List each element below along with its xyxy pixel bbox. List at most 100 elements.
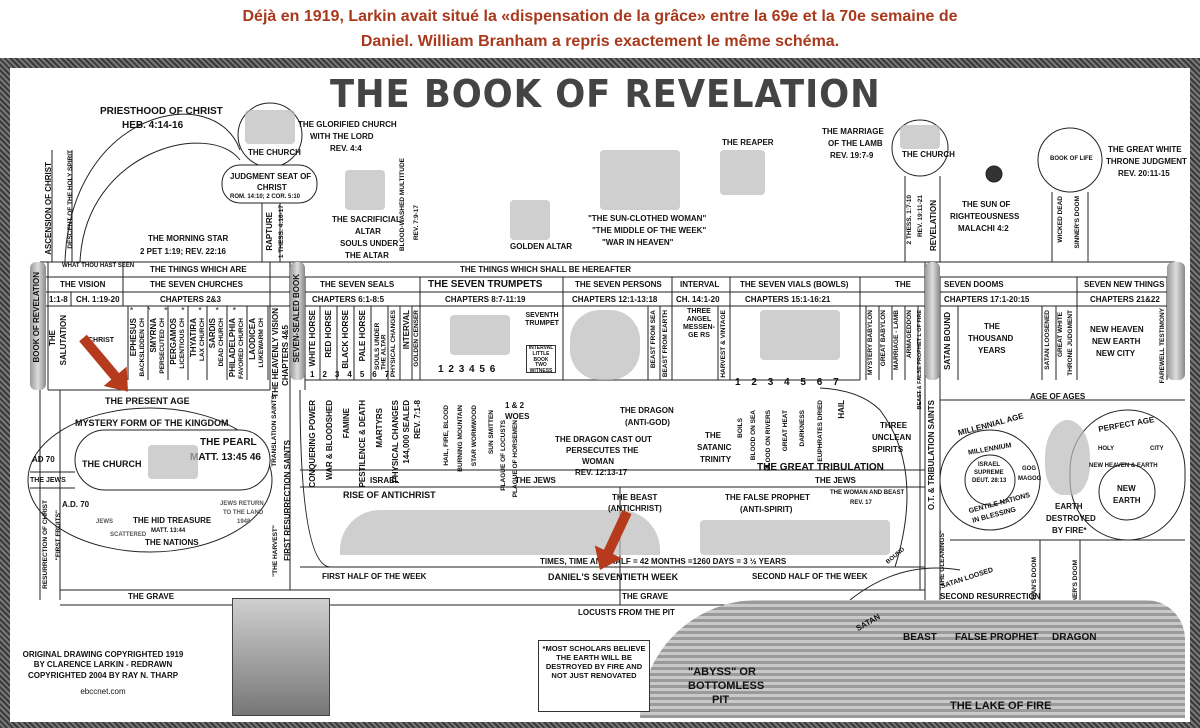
- seal-2: RED HORSE: [324, 310, 333, 358]
- church-laodicea: LAODICEA: [248, 318, 257, 360]
- fire-illustration: [1045, 420, 1090, 495]
- priesthood-label: PRIESTHOOD OF CHRIST: [100, 106, 223, 117]
- star: *: [198, 306, 216, 315]
- locusts-label: LOCUSTS FROM THE PIT: [578, 608, 675, 617]
- grave-left: THE GRAVE: [128, 592, 175, 601]
- the-label: THE: [48, 330, 57, 346]
- altar-4: THE ALTAR: [345, 251, 389, 260]
- interval-small: INTERVAL: [528, 345, 554, 351]
- vial-number: 5: [800, 377, 806, 388]
- judgment-seat-2: CHRIST: [257, 183, 287, 192]
- beasts-illustration: [700, 520, 890, 555]
- site-link[interactable]: ebccnet.com: [80, 687, 126, 697]
- trumpet-number: 5: [479, 364, 485, 375]
- sinners-doom-label: SINNER'S DOOM: [1074, 196, 1081, 249]
- page-title: THE BOOK OF REVELATION: [330, 72, 881, 116]
- woes-1: 1 & 2: [505, 401, 525, 410]
- earth-3: BY FIRE*: [1052, 526, 1087, 535]
- woman-1: "THE SUN-CLOTHED WOMAN": [588, 214, 707, 223]
- hid-treasure-2: MATT. 13:44: [151, 528, 186, 534]
- first-fruits: "FIRST FRUITS": [55, 510, 62, 561]
- satan-loosened: SATAN LOOSENED: [1044, 310, 1051, 370]
- new-earth: NEW EARTH: [1092, 337, 1141, 346]
- church-stars: *******: [130, 306, 250, 315]
- second-resurrection: SECOND RESURRECTION: [940, 592, 1041, 601]
- chapter-1: 1:1-8: [49, 295, 68, 304]
- trumpet-number: 3: [458, 364, 465, 375]
- thousand-2: THOUSAND: [968, 334, 1014, 343]
- seal-number: 1: [310, 370, 315, 379]
- the-harvest: "THE HARVEST": [272, 525, 279, 577]
- header-vision: THE VISION: [60, 280, 106, 289]
- abyss-1: "ABYSS" OR: [688, 666, 756, 678]
- chapters-4-5-label: CHAPTERS 4&5: [281, 325, 290, 386]
- age-of-ages: AGE OF AGES: [1030, 392, 1086, 401]
- marriage-1: THE MARRIAGE: [822, 127, 884, 136]
- rapture-label: RAPTURE: [265, 212, 274, 251]
- chapter-6: CHAPTERS 12:1-13:18: [572, 295, 658, 304]
- ad70-label: AD 70: [32, 455, 55, 464]
- mystery-babylon: MYSTERY BABYLON: [867, 310, 874, 376]
- glorified-church-2: WITH THE LORD: [310, 132, 374, 141]
- header-dooms: SEVEN DOOMS: [944, 280, 1004, 289]
- little-book: LITTLE BOOK: [532, 350, 550, 363]
- resurrection-of-christ: RESURRECTION OF CHRIST: [42, 500, 49, 589]
- angel-illustration: [450, 315, 510, 355]
- church-laodicea-sub: LUKEWARM CH: [258, 318, 265, 368]
- pearl-1: THE PEARL: [200, 437, 257, 448]
- caption-line-2: Daniel. William Branham a repris exactem…: [360, 33, 840, 50]
- scholars-note: *MOST SCHOLARS BELIEVE THE EARTH WILL BE…: [538, 640, 650, 712]
- church-smyrna-sub: PERSECUTED CH: [159, 318, 166, 374]
- great-tribulation: THE GREAT TRIBULATION: [757, 462, 884, 473]
- woman-illustration: [600, 150, 680, 210]
- farewell-testimony: FAREWELL TESTIMONY: [1159, 308, 1166, 384]
- lake-beast: BEAST: [903, 632, 937, 643]
- trumpet-number: 2: [448, 364, 454, 375]
- israel-label: ISRAEL: [370, 476, 400, 485]
- woman-3: "WAR IN HEAVEN": [602, 238, 674, 247]
- seal-effect: REV. 7:1-8: [413, 400, 422, 439]
- church-philadelphia-sub: FAVORED CHURCH: [238, 318, 245, 379]
- lake-of-fire: THE LAKE OF FIRE: [950, 700, 1052, 712]
- header-vials: THE SEVEN VIALS (BOWLS): [740, 280, 849, 289]
- vial-number: 4: [784, 377, 790, 388]
- seal-effect: WAR & BLOODSHED: [325, 400, 334, 480]
- vial-numbers: 1 2 3 4 5 6 7: [735, 377, 839, 389]
- altar-3: SOULS UNDER: [340, 239, 399, 248]
- cast-3: WOMAN: [582, 457, 614, 466]
- church-sardis-sub: DEAD CHURCH: [218, 318, 225, 367]
- vial-angel-illustration: [760, 310, 840, 360]
- vial-effect: HAIL: [837, 400, 846, 419]
- seal-effect: 144,000 SEALED: [402, 400, 411, 464]
- harvest-vintage: HARVEST & VINTAGE: [720, 310, 727, 378]
- heavenly-vision-label: THE HEAVENLY VISION: [271, 308, 280, 398]
- two-witness: TWO WITNESS: [529, 362, 553, 374]
- seal-number: 4: [347, 370, 352, 379]
- trinity-3: TRINITY: [700, 455, 732, 464]
- beast-from-sea: BEAST FROM SEA: [650, 310, 657, 369]
- chapter-3: CHAPTERS 2&3: [160, 295, 221, 304]
- seal-1: WHITE HORSE: [308, 310, 317, 367]
- altar-2: ALTAR: [355, 227, 381, 236]
- new-heaven-earth: NEW HEAVEN & EARTH: [1089, 463, 1158, 469]
- vial-number: 2: [751, 377, 757, 388]
- jews-band-2: THE JEWS: [815, 476, 856, 485]
- return-3: 1948: [237, 519, 251, 525]
- woman-2: "THE MIDDLE OF THE WEEK": [592, 226, 707, 235]
- sealed-book-scroll: [290, 262, 305, 380]
- seal-effect: MARTYRS: [375, 408, 384, 448]
- rev19-label: REV. 19:11-21: [917, 195, 924, 238]
- church-circle-2: [891, 119, 949, 177]
- tribulation-outline: [299, 387, 908, 568]
- descent-label: DESCENT OF THE HOLY SPIRIT: [67, 150, 74, 249]
- israel-2: SUPREME: [974, 470, 1004, 476]
- cast-2: PERSECUTES THE: [566, 446, 639, 455]
- larkin-portrait: [232, 598, 330, 716]
- credit-line-1: ORIGINAL DRAWING COPYRIGHTED 1919: [22, 650, 184, 659]
- sun-1: THE SUN OF: [962, 200, 1011, 209]
- caption-line-1: Déjà en 1919, Larkin avait situé la «dis…: [242, 8, 958, 25]
- vial-number: 3: [767, 377, 774, 388]
- millennium-circle: [939, 429, 1041, 531]
- seal-3: BLACK HORSE: [341, 310, 350, 369]
- second-half: SECOND HALF OF THE WEEK: [752, 572, 868, 581]
